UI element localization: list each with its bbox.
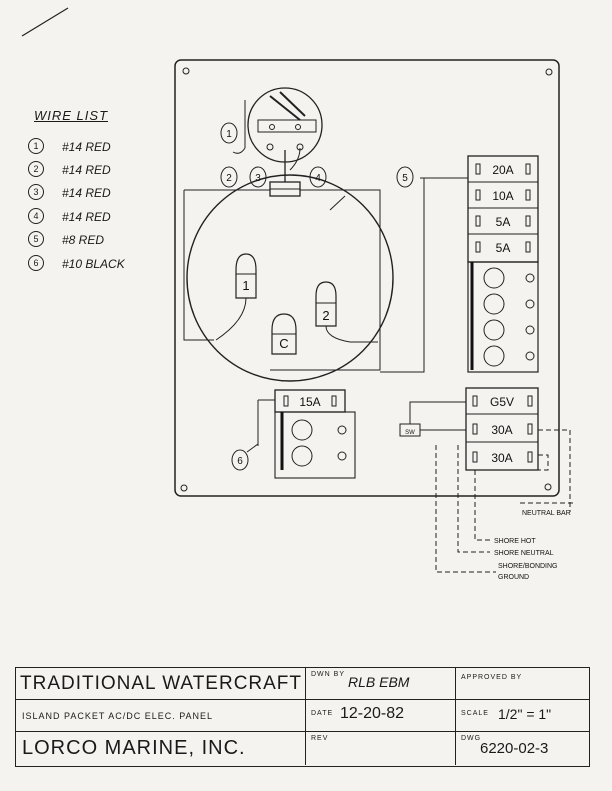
wire-number: 5	[28, 231, 44, 247]
wire	[270, 189, 381, 371]
panel-screw-hole	[544, 483, 552, 491]
scale-label: SCALE	[461, 710, 489, 717]
approved-label: APPROVED BY	[461, 674, 523, 681]
wire-number: 2	[28, 161, 44, 177]
wire-number: 6	[28, 255, 44, 271]
title-block: TRADITIONAL WATERCRAFT DWN BY RLB EBM AP…	[15, 667, 590, 767]
project-cell: ISLAND PACKET AC/DC ELEC. PANEL	[16, 700, 306, 732]
dwg-label: DWG	[461, 735, 482, 742]
panel-screw-hole	[182, 67, 190, 75]
project-name: ISLAND PACKET AC/DC ELEC. PANEL	[22, 711, 214, 721]
panel-outline	[174, 59, 560, 497]
wire-spec: #10 BLACK	[62, 257, 125, 271]
breaker-label: 20A	[492, 163, 513, 177]
breaker-label: 5A	[496, 241, 511, 255]
maker-cell: LORCO MARINE, INC.	[16, 732, 306, 765]
wire-number: 1	[28, 138, 44, 154]
shore-neutral-label: SHORE NEUTRAL	[494, 550, 554, 557]
breaker-label: 30A	[491, 451, 512, 465]
date-label: DATE	[311, 710, 334, 717]
rev-cell: REV	[306, 732, 456, 765]
panel-screw-hole	[545, 68, 553, 76]
callout-label: 2	[226, 173, 232, 184]
drawn-by-value: RLB EBM	[348, 674, 410, 690]
diagram-labels: 1 2 3 4 5 6 20A 10A 5A 5A 15A G5V 30A 30…	[226, 129, 571, 581]
wire-spec: #8 RED	[62, 233, 105, 247]
wire	[409, 401, 466, 424]
callout-label: 4	[315, 173, 321, 184]
neutral-bar-label: NEUTRAL BAR	[522, 510, 571, 517]
wire-spec: #14 RED	[62, 186, 111, 200]
date-value: 12-20-82	[340, 705, 405, 722]
wire-spec: #14 RED	[62, 163, 111, 177]
callout-label: 3	[255, 173, 261, 184]
meter-1	[215, 253, 257, 341]
callout-1	[220, 122, 238, 144]
wire-number: 3	[28, 184, 44, 200]
drawn-by-label: DWN BY	[311, 671, 345, 678]
approved-cell: APPROVED BY	[456, 668, 589, 700]
wire-spec: #14 RED	[62, 140, 111, 154]
breaker-label: 30A	[491, 423, 512, 437]
rev-label: REV	[311, 735, 329, 742]
company-name: TRADITIONAL WATERCRAFT	[20, 673, 303, 694]
breaker-label: 5A	[496, 215, 511, 229]
breaker-15a	[274, 389, 356, 479]
callout-3	[249, 166, 267, 188]
breaker-label: 10A	[492, 189, 513, 203]
large-meter-circle	[186, 174, 394, 382]
callout-6	[231, 449, 249, 471]
meter-label: C	[279, 336, 288, 351]
scale-cell: SCALE 1/2" = 1"	[456, 700, 589, 732]
wire-list-title: WIRE LIST	[34, 108, 109, 123]
wire-spec: #14 RED	[62, 210, 111, 224]
callout-label: 1	[226, 129, 232, 140]
callout-2	[220, 166, 238, 188]
date-cell: DATE 12-20-82	[306, 700, 456, 732]
company-cell: TRADITIONAL WATERCRAFT	[16, 668, 306, 700]
shore-hot-label: SHORE HOT	[494, 538, 536, 545]
meter-label: 1	[242, 278, 249, 293]
shore-ground-label: GROUND	[498, 574, 529, 581]
small-box-label: SW	[405, 430, 415, 436]
breaker-label: G5V	[490, 395, 514, 409]
wire	[183, 190, 214, 341]
callout-5	[396, 166, 414, 188]
shore-wiring	[435, 429, 575, 573]
wire-number: 4	[28, 208, 44, 224]
meter-2	[315, 281, 378, 343]
panel-screw-hole	[180, 484, 188, 492]
breaker-label: 15A	[299, 395, 320, 409]
meter-c	[271, 313, 297, 355]
scale-value: 1/2" = 1"	[498, 706, 552, 722]
maker-name: LORCO MARINE, INC.	[22, 737, 246, 759]
callout-label: 6	[237, 456, 243, 467]
dc-breaker-column	[467, 155, 539, 373]
drawn-by-cell: DWN BY RLB EBM	[306, 668, 456, 700]
callout-label: 5	[402, 173, 408, 184]
top-selector-switch	[232, 87, 323, 163]
meter-label: 2	[322, 308, 329, 323]
callout-4	[309, 166, 327, 188]
dwg-number: 6220-02-3	[480, 740, 549, 757]
wire	[289, 147, 301, 171]
wire	[380, 178, 425, 373]
ac-breaker-column	[465, 387, 539, 471]
shore-ground-label: SHORE/BONDING	[498, 563, 558, 570]
corner-mark	[21, 7, 69, 37]
dwg-cell: DWG 6220-02-3	[456, 732, 589, 765]
